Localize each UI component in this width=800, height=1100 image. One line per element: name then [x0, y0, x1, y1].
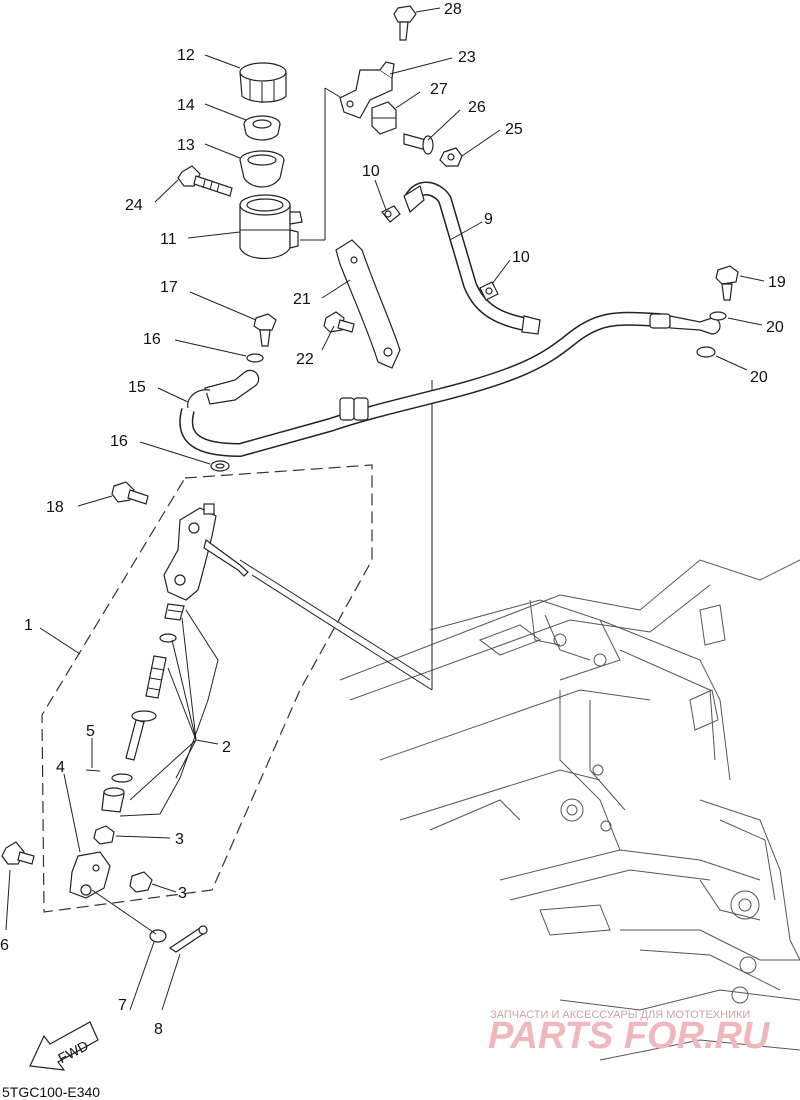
- brake-hose: [179, 311, 721, 458]
- label-1: 1: [24, 617, 33, 634]
- label-21: 21: [293, 291, 311, 308]
- label-20-lower: 20: [750, 369, 768, 386]
- washer-20-upper: [709, 311, 727, 321]
- label-8: 8: [154, 1021, 163, 1038]
- label-4: 4: [56, 759, 65, 776]
- nut-3-upper: [93, 825, 115, 845]
- watermark-brand: PARTS FOR.RU: [488, 1015, 771, 1057]
- bolt-28: [393, 5, 417, 41]
- label-3-lower: 3: [178, 885, 187, 902]
- diaphragm-plate: [243, 115, 281, 141]
- master-cylinder-body: [163, 503, 249, 601]
- label-14: 14: [177, 97, 195, 114]
- cotter-pin-8: [168, 925, 208, 953]
- label-26: 26: [468, 99, 486, 116]
- label-28: 28: [444, 1, 462, 18]
- pin-6: [1, 841, 35, 865]
- assembly-outline: [41, 464, 373, 913]
- reservoir-tank: [239, 194, 303, 259]
- union-bolt-17: [253, 313, 277, 347]
- label-leaders: [5, 7, 765, 1011]
- label-19: 19: [768, 274, 786, 291]
- label-16-lower: 16: [110, 433, 128, 450]
- label-6: 6: [0, 937, 9, 954]
- diagram-code: 5TGC100-E340: [2, 1084, 100, 1100]
- label-12: 12: [177, 47, 195, 64]
- fwd-arrow: FWD: [29, 1021, 99, 1071]
- label-15: 15: [128, 379, 146, 396]
- clevis-4: [69, 851, 111, 899]
- leader-lines: [74, 87, 433, 881]
- label-11: 11: [160, 231, 177, 248]
- hose-clip-lower: [479, 281, 499, 301]
- label-23: 23: [458, 49, 476, 66]
- damper-27: [371, 101, 397, 135]
- label-22: 22: [296, 351, 314, 368]
- label-10-upper: 10: [362, 163, 380, 180]
- bolt-18: [111, 481, 149, 505]
- label-9: 9: [484, 211, 493, 228]
- label-16-upper: 16: [143, 331, 161, 348]
- piston-kit: [101, 603, 185, 813]
- label-3-upper: 3: [175, 831, 184, 848]
- watermark: ЗАПЧАСТИ И АКСЕССУАРЫ ДЛЯ МОТОТЕХНИКИ PA…: [488, 1009, 771, 1057]
- label-7: 7: [118, 997, 127, 1014]
- label-10-lower: 10: [512, 249, 530, 266]
- label-5: 5: [86, 723, 95, 740]
- collar-26: [403, 133, 434, 155]
- washer-16-upper: [246, 353, 264, 363]
- label-17: 17: [160, 279, 178, 296]
- label-25: 25: [505, 121, 523, 138]
- bolt-22: [323, 311, 355, 333]
- nut-25: [439, 147, 463, 167]
- cotter-pin-5: [85, 769, 101, 772]
- watermark-line: ЗАПЧАСТИ И АКСЕССУАРЫ ДЛЯ МОТОТЕХНИКИ: [490, 1009, 750, 1021]
- label-24: 24: [125, 197, 143, 214]
- frame-drawing: [339, 559, 800, 1061]
- diaphragm: [239, 150, 285, 188]
- part-labels: 28 23 12 27 26 25 14 13 24 11 10 9 10 21…: [0, 1, 786, 1038]
- washer-20-lower: [696, 346, 716, 358]
- union-bolt-19: [715, 265, 739, 301]
- bolt-24: [177, 165, 233, 197]
- reservoir-cap: [239, 62, 287, 103]
- label-13: 13: [177, 137, 195, 154]
- reservoir-hose: [403, 181, 541, 335]
- nut-3-lower: [129, 871, 153, 893]
- label-27: 27: [430, 81, 448, 98]
- hose-guide-21: [335, 239, 401, 369]
- hose-clip-upper: [381, 205, 401, 223]
- label-18: 18: [46, 499, 64, 516]
- label-2: 2: [222, 739, 231, 756]
- washer-16-lower-hole: [215, 463, 225, 469]
- label-20-upper: 20: [766, 319, 784, 336]
